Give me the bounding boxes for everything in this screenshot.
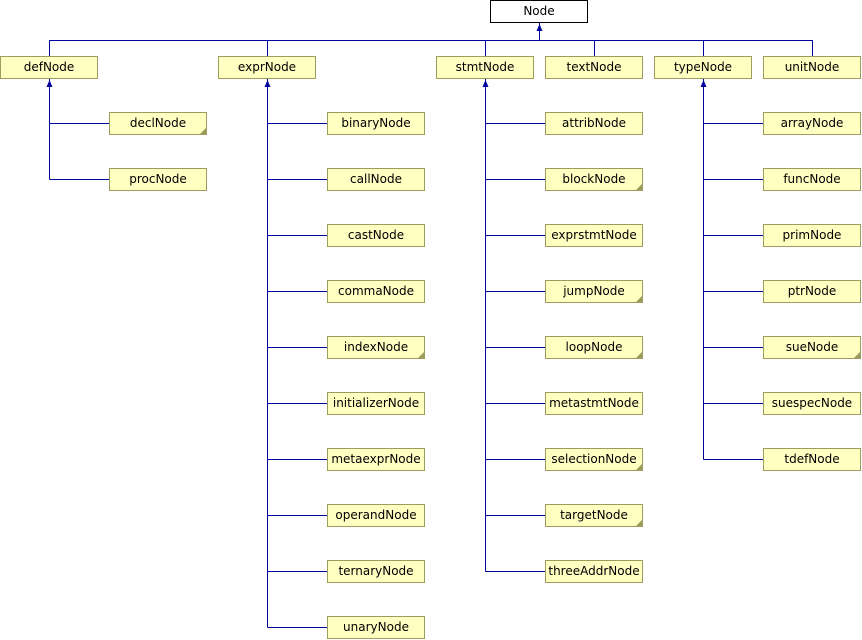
node-label: procNode [129, 172, 187, 186]
node-box-blockNode[interactable]: blockNode [545, 168, 643, 191]
truncated-corner-icon [636, 464, 642, 470]
node-box-primNode[interactable]: primNode [763, 224, 861, 247]
node-box-suespecNode[interactable]: suespecNode [763, 392, 861, 415]
inheritance-arrow-icon [46, 80, 53, 87]
node-box-attribNode[interactable]: attribNode [545, 112, 643, 135]
node-box-exprstmtNode[interactable]: exprstmtNode [545, 224, 643, 247]
truncated-corner-icon [854, 352, 860, 358]
node-box-procNode[interactable]: procNode [109, 168, 207, 191]
inheritance-arrow-icon [700, 80, 707, 87]
node-label: unaryNode [343, 620, 409, 634]
node-box-sueNode[interactable]: sueNode [763, 336, 861, 359]
node-label: declNode [129, 116, 187, 130]
node-label: callNode [350, 172, 402, 186]
node-label: sueNode [785, 340, 839, 354]
node-box-indexNode[interactable]: indexNode [327, 336, 425, 359]
node-label: blockNode [562, 172, 626, 186]
node-box-stmtNode[interactable]: stmtNode [436, 56, 534, 79]
node-box-exprNode[interactable]: exprNode [218, 56, 316, 79]
truncated-corner-icon [636, 184, 642, 190]
node-box-binaryNode[interactable]: binaryNode [327, 112, 425, 135]
truncated-corner-icon [636, 296, 642, 302]
node-box-declNode[interactable]: declNode [109, 112, 207, 135]
node-box-selectionNode[interactable]: selectionNode [545, 448, 643, 471]
node-label: metastmtNode [549, 396, 639, 410]
node-box-callNode[interactable]: callNode [327, 168, 425, 191]
node-label: exprstmtNode [551, 228, 637, 242]
node-label: threeAddrNode [548, 564, 640, 578]
node-label: typeNode [673, 60, 733, 74]
node-box-targetNode[interactable]: targetNode [545, 504, 643, 527]
node-label: initializerNode [332, 396, 420, 410]
truncated-corner-icon [418, 352, 424, 358]
node-box-ternaryNode[interactable]: ternaryNode [327, 560, 425, 583]
node-box-metastmtNode[interactable]: metastmtNode [545, 392, 643, 415]
node-box-tdefNode[interactable]: tdefNode [763, 448, 861, 471]
node-label: metaexprNode [331, 452, 421, 466]
node-box-Node[interactable]: Node [490, 0, 588, 23]
node-label: operandNode [335, 508, 417, 522]
node-box-unitNode[interactable]: unitNode [763, 56, 861, 79]
node-box-ptrNode[interactable]: ptrNode [763, 280, 861, 303]
node-box-funcNode[interactable]: funcNode [763, 168, 861, 191]
node-label: commaNode [338, 284, 414, 298]
node-label: tdefNode [784, 452, 840, 466]
inheritance-arrow-icon [264, 80, 271, 87]
node-label: attribNode [562, 116, 626, 130]
node-box-jumpNode[interactable]: jumpNode [545, 280, 643, 303]
node-box-commaNode[interactable]: commaNode [327, 280, 425, 303]
node-box-unaryNode[interactable]: unaryNode [327, 616, 425, 639]
inheritance-arrow-icon [536, 24, 543, 31]
node-label: binaryNode [341, 116, 411, 130]
node-label: loopNode [565, 340, 623, 354]
node-label: jumpNode [563, 284, 625, 298]
node-label: textNode [566, 60, 622, 74]
node-box-typeNode[interactable]: typeNode [654, 56, 752, 79]
node-label: exprNode [237, 60, 297, 74]
node-label: indexNode [343, 340, 409, 354]
node-label: selectionNode [551, 452, 637, 466]
truncated-corner-icon [636, 520, 642, 526]
node-label: unitNode [784, 60, 840, 74]
node-box-textNode[interactable]: textNode [545, 56, 643, 79]
node-box-defNode[interactable]: defNode [0, 56, 98, 79]
node-label: funcNode [783, 172, 841, 186]
node-label: arrayNode [780, 116, 844, 130]
inheritance-arrow-icon [482, 80, 489, 87]
node-label: castNode [347, 228, 405, 242]
node-label: Node [523, 4, 555, 18]
node-label: primNode [782, 228, 842, 242]
node-box-threeAddrNode[interactable]: threeAddrNode [545, 560, 643, 583]
truncated-corner-icon [636, 352, 642, 358]
truncated-corner-icon [200, 128, 206, 134]
node-label: stmtNode [455, 60, 515, 74]
node-label: suespecNode [771, 396, 853, 410]
node-box-operandNode[interactable]: operandNode [327, 504, 425, 527]
node-label: ternaryNode [338, 564, 414, 578]
node-label: defNode [23, 60, 75, 74]
node-box-initializerNode[interactable]: initializerNode [327, 392, 425, 415]
node-box-castNode[interactable]: castNode [327, 224, 425, 247]
node-box-metaexprNode[interactable]: metaexprNode [327, 448, 425, 471]
node-box-arrayNode[interactable]: arrayNode [763, 112, 861, 135]
node-label: targetNode [560, 508, 628, 522]
node-label: ptrNode [787, 284, 837, 298]
node-box-loopNode[interactable]: loopNode [545, 336, 643, 359]
